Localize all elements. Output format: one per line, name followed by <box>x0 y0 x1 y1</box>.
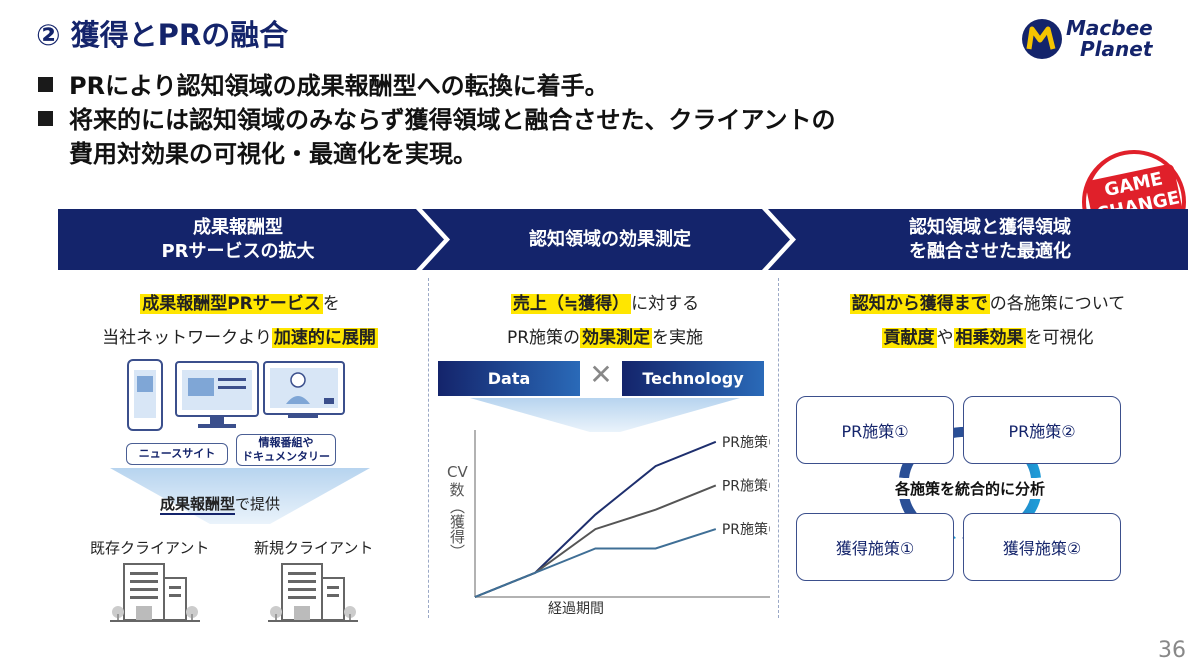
card-acq-2: 獲得施策② <box>963 513 1121 581</box>
card-pr-1: PR施策① <box>796 396 954 464</box>
logo-text-line2: Planet <box>1080 37 1153 61</box>
monitor-icon <box>175 361 259 428</box>
col2-line2: PR施策の効果測定を実施 <box>506 328 704 348</box>
chart-xlabel: 経過期間 <box>548 601 604 617</box>
logo-mark-icon <box>1022 19 1062 59</box>
building-icon <box>110 563 200 622</box>
bullet-square-icon <box>38 77 53 92</box>
technology-box: Technology <box>622 361 764 396</box>
series-line-1 <box>474 440 717 598</box>
slide-title: ② 獲得とPRの融合 <box>36 18 289 52</box>
series-label-3: PR施策③ <box>722 521 770 538</box>
provide-label: 成果報酬型で提供 <box>160 495 281 515</box>
logo-text-line1: Macbee <box>1066 16 1153 40</box>
col1-line2: 当社ネットワークより加速的に展開 <box>102 328 378 348</box>
client-new-label: 新規クライアント <box>254 539 374 557</box>
column-divider-1 <box>428 278 429 618</box>
building-icon <box>268 563 358 622</box>
macbee-planet-logo: Macbee Planet <box>1020 16 1180 66</box>
bullet-2-continued: 費用対効果の可視化・最適化を実現。 <box>69 140 477 168</box>
callout-news-site: ニュースサイト <box>126 443 228 465</box>
bullet-square-icon <box>38 111 53 126</box>
funnel-shape <box>470 398 740 432</box>
col1-line1: 成果報酬型PRサービスを <box>140 294 340 314</box>
integrated-analysis-label: 各施策を統合的に分析 <box>862 478 1078 499</box>
col2-line1: 売上（≒獲得）に対する <box>510 294 700 314</box>
phase-3-label: 認知領域と獲得領域 を融合させた最適化 <box>909 216 1071 262</box>
smartphone-icon <box>127 359 163 431</box>
chart-ylabel: CV 数 （獲得） <box>447 463 468 559</box>
cv-line-chart: PR施策① PR施策② PR施策③ <box>474 430 770 598</box>
series-label-2: PR施策② <box>722 477 770 494</box>
media-devices-illustration <box>127 359 345 431</box>
callout-tv-program: 情報番組やドキュメンタリー <box>236 434 336 466</box>
page-number: 36 <box>1158 638 1186 663</box>
series-line-3 <box>474 528 717 598</box>
tv-icon <box>263 361 345 418</box>
phase-1-label: 成果報酬型 PRサービスの拡大 <box>161 216 315 262</box>
column-divider-2 <box>778 278 779 618</box>
bullet-1: PRにより認知領域の成果報酬型への転換に着手。 <box>38 66 609 101</box>
bullet-2: 将来的には認知領域のみならず獲得領域と融合させた、クライアントの <box>38 100 836 135</box>
series-label-1: PR施策① <box>722 434 770 451</box>
col3-line1: 認知から獲得までの各施策について <box>849 294 1126 314</box>
times-icon: ✕ <box>589 358 613 391</box>
col3-line2: 貢献度や相乗効果を可視化 <box>881 328 1094 348</box>
phase-banner <box>58 209 1188 270</box>
client-existing-label: 既存クライアント <box>90 539 210 557</box>
card-acq-1: 獲得施策① <box>796 513 954 581</box>
card-pr-2: PR施策② <box>963 396 1121 464</box>
data-box: Data <box>438 361 580 396</box>
funnel-shape <box>110 468 370 524</box>
phase-2-label: 認知領域の効果測定 <box>529 228 691 250</box>
